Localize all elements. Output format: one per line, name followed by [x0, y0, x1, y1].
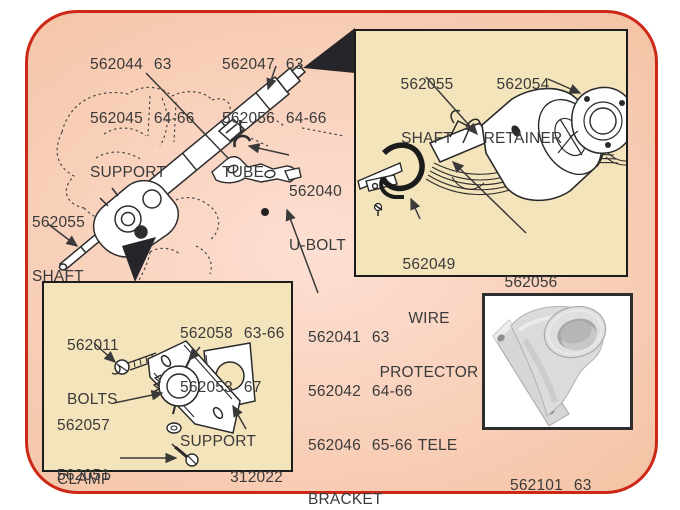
u-bolt-drawing: [233, 119, 252, 148]
inset-shaft-label: 562055 SHAFT: [400, 76, 454, 147]
detail-callout-wedge-lower-icon: [122, 237, 156, 282]
detail-callout-wedge-upper-icon: [303, 28, 355, 73]
inset-retainer-label: 562054 RETAINER: [483, 76, 563, 147]
screw-drawing: [166, 422, 199, 467]
support-part-label: 562044 63 562045 64-66 SUPPORT: [90, 56, 195, 181]
support-detail-inset-box: 562011 BOLTS 562058 63-66 562053 67 SUPP…: [42, 281, 293, 488]
bracket-photo-box: [482, 293, 633, 430]
tele-bracket-drawing: [211, 156, 302, 216]
tube-part-label: 562047 63 562056 64-66 TUBE: [222, 56, 327, 181]
shaft-detail-illustration: [357, 76, 626, 234]
inset-wire-protector-label: 562049 WIRE PROTECTOR: [379, 256, 479, 381]
photo-caption: 562101 63 562038 64-66 562102 67: [510, 477, 592, 494]
small-screw-drawing: [373, 202, 383, 216]
inset-seal-label: 312022 SEAL: [230, 469, 283, 486]
inset-leader-lines: [410, 76, 582, 234]
leader-lines: [47, 65, 319, 294]
inset-clamp-label: 562057 CLAMP: [57, 417, 112, 488]
bracket-photo: [492, 305, 607, 427]
support-detail-illustration: [93, 340, 256, 467]
steering-column-drawing: [58, 63, 307, 272]
inset-bolts-label: 562011 BOLTS: [67, 337, 119, 408]
ubolt-part-label: 562040 U-BOLT: [289, 183, 346, 254]
inset-support-label: 562058 63-66 562053 67 SUPPORT: [180, 325, 285, 450]
shaft-detail-inset-box: 562055 SHAFT 562054 RETAINER 562049 WIRE…: [354, 29, 628, 381]
inset-screw-label: 562051 SCREW: [57, 467, 110, 484]
retainer-drawing: [569, 86, 626, 154]
inset-lower-leader-lines: [93, 342, 247, 464]
tele-bracket-part-label: 562041 63 562042 64-66 562046 65-66 TELE…: [308, 329, 458, 508]
shaft-part-label: 562055 SHAFT: [32, 214, 85, 285]
wire-protector-drawing: [379, 142, 425, 199]
